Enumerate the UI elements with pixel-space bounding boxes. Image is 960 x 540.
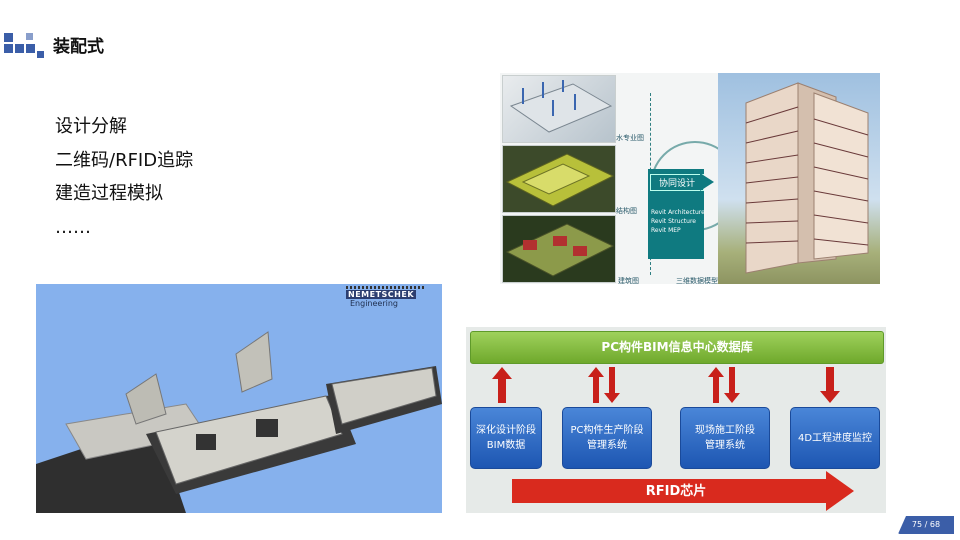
nemetschek-sub: Engineering bbox=[350, 299, 398, 308]
system-box-4d-monitor: 4D工程进度监控 bbox=[790, 407, 880, 469]
bullet-item: 二维码/RFID追踪 bbox=[55, 149, 194, 171]
collab-title: 协同设计 bbox=[650, 174, 704, 191]
collage-label-model: 三维数据模型 bbox=[676, 277, 718, 284]
nemetschek-name: NEMETSCHEK bbox=[346, 290, 417, 299]
precast-3d-render-image: NEMETSCHEK Engineering bbox=[36, 284, 442, 513]
precast-panels-drawing bbox=[36, 331, 442, 513]
collab-line: Revit MEP bbox=[651, 227, 681, 234]
arrow-up-icon bbox=[492, 367, 512, 403]
slide-title: 装配式 bbox=[53, 37, 104, 57]
page-number-badge: 75 / 68 bbox=[898, 516, 954, 534]
arrow-down-icon bbox=[724, 367, 740, 403]
logo-squares-icon bbox=[4, 33, 44, 61]
system-box-construction: 现场施工阶段管理系统 bbox=[680, 407, 770, 469]
bullet-item: 设计分解 bbox=[55, 116, 127, 137]
mep-model-drawing bbox=[509, 80, 613, 133]
collab-line: Revit Architecture bbox=[651, 209, 705, 216]
bullet-item: …… bbox=[55, 216, 91, 238]
arrow-up-icon bbox=[708, 367, 724, 403]
collage-label-mep: 水专业图 bbox=[616, 134, 644, 142]
mep-model-thumbnail bbox=[502, 75, 616, 143]
structure-model-thumbnail bbox=[502, 145, 616, 213]
architecture-model-drawing bbox=[505, 223, 615, 277]
system-box-production: PC构件生产阶段管理系统 bbox=[562, 407, 652, 469]
collab-line: Revit Structure bbox=[651, 218, 696, 225]
rfid-label: RFID芯片 bbox=[645, 484, 707, 499]
architecture-model-thumbnail bbox=[502, 215, 616, 283]
arrow-right-icon bbox=[700, 173, 714, 191]
bullet-list: 设计分解 二维码/RFID追踪 建造过程模拟 …… bbox=[55, 110, 193, 244]
collage-label-architecture: 建筑图 bbox=[618, 277, 639, 284]
nemetschek-logo: NEMETSCHEK Engineering bbox=[346, 286, 426, 308]
collage-label-structure: 结构图 bbox=[616, 207, 637, 215]
flow-arrows bbox=[492, 367, 854, 511]
arrow-down-icon bbox=[604, 367, 620, 403]
rfid-arrow-icon bbox=[512, 471, 854, 511]
structure-model-drawing bbox=[505, 153, 615, 207]
arrow-up-icon bbox=[588, 367, 604, 403]
database-bar: PC构件BIM信息中心数据库 bbox=[470, 331, 884, 364]
collab-box bbox=[648, 169, 704, 259]
highrise-building-image bbox=[718, 73, 880, 284]
arrow-down-icon bbox=[820, 367, 840, 403]
collab-revit-list: Revit Architecture Revit Structure Revit… bbox=[651, 208, 705, 235]
nemetschek-bar-icon bbox=[346, 286, 426, 289]
building-drawing bbox=[745, 82, 869, 274]
bullet-item: 建造过程模拟 bbox=[55, 183, 163, 204]
collaborative-design-image: 水专业图 结构图 建筑图 协同设计 Revit Architecture Rev… bbox=[500, 73, 880, 284]
